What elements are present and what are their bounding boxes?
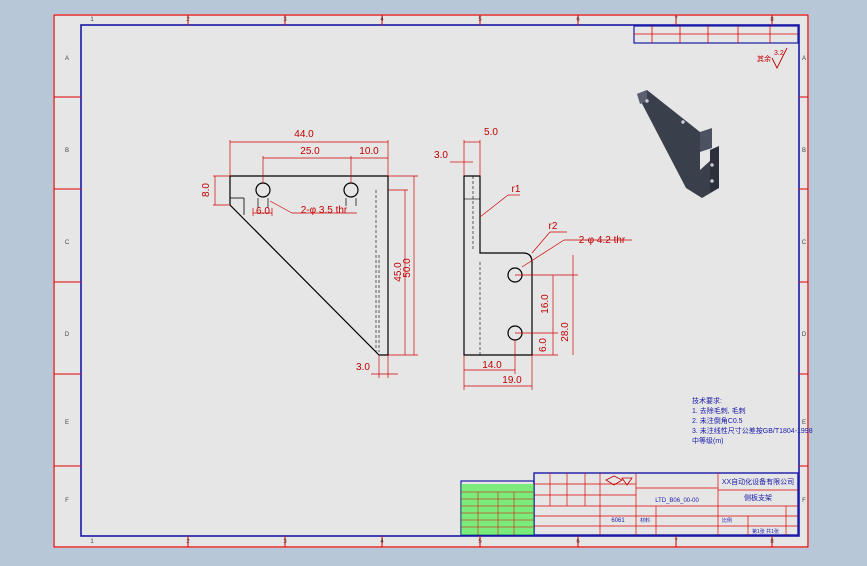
dim-side-hole-spacing: 16.0 [540, 294, 551, 314]
paper [53, 14, 809, 548]
dim-base-width: 14.0 [482, 360, 502, 371]
zone-row-right-b: B [802, 148, 806, 154]
company-name: XX自动化设备有限公司 [722, 477, 794, 486]
dim-hole-offset: 6.0 [256, 206, 270, 217]
dim-hole-to-edge: 10.0 [359, 146, 379, 157]
dim-inner-height: 45.0 [393, 262, 404, 282]
dim-top-width: 5.0 [484, 127, 498, 138]
surface-finish-symbol [771, 47, 788, 70]
dim-overall-width: 44.0 [294, 129, 314, 140]
zone-col-top-1: 1 [90, 17, 94, 23]
zone-row-left-b: B [65, 148, 69, 154]
zone-col-bottom-3: 3 [283, 539, 287, 545]
notes-line-3: 3. 未注线性尺寸公差按GB/T1804-1998 [692, 426, 813, 435]
dim-hole-callout: 2-φ 3.5 thr [301, 205, 348, 216]
front-view-outline [229, 175, 389, 356]
notes-line-1: 1. 去除毛刺, 毛刺 [692, 406, 746, 415]
notes-title: 技术要求: [692, 396, 722, 405]
dim-radius-1: r1 [512, 184, 521, 195]
zone-row-left-e: E [65, 420, 69, 426]
zone-col-bottom-5: 5 [478, 539, 482, 545]
zone-col-top-2: 2 [186, 17, 190, 23]
zone-row-left-a: A [65, 56, 69, 62]
zone-row-right-e: E [802, 420, 806, 426]
zone-col-bottom-1: 1 [90, 539, 94, 545]
zone-col-top-7: 7 [674, 17, 678, 23]
zone-row-left-c: C [65, 240, 70, 246]
scale-label: 比例 [722, 517, 732, 524]
technical-notes: 技术要求: 1. 去除毛刺, 毛刺 2. 未注倒角C0.5 3. 未注线性尺寸公… [692, 396, 813, 445]
dim-hole-spacing: 25.0 [300, 146, 320, 157]
dim-side-hole-bottom: 6.0 [538, 338, 549, 352]
zone-col-top-5: 5 [478, 17, 482, 23]
zone-labels: 1 2 3 4 5 6 7 8 1 2 3 4 5 6 7 8 A B C D … [65, 17, 807, 545]
outer-border [53, 14, 809, 548]
title-block-text: XX自动化设备有限公司 侧板支架 LTD_B06_00-00 材料 6061 比… [611, 477, 794, 535]
dim-side-hole-callout: 2-φ 4.2 thr [579, 235, 626, 246]
zone-ticks [54, 15, 808, 547]
drawing-number: LTD_B06_00-00 [655, 498, 699, 504]
zone-row-left-f: F [65, 498, 69, 504]
zone-col-bottom-8: 8 [770, 539, 774, 545]
surface-finish: 其余 3.2 [757, 47, 788, 70]
zone-col-top-3: 3 [283, 17, 287, 23]
sheet-label: 第1张 共1张 [752, 528, 779, 535]
zone-row-right-d: D [802, 332, 807, 338]
revision-box [633, 25, 799, 44]
dim-flange-height: 8.0 [201, 183, 212, 197]
dim-wall-thickness: 3.0 [434, 150, 448, 161]
dim-thickness: 3.0 [356, 362, 370, 373]
material-label: 材料 [640, 517, 650, 524]
zone-row-left-d: D [65, 332, 70, 338]
isometric-part-view [637, 90, 719, 198]
part-name: 侧板支架 [744, 493, 772, 502]
notes-line-4: 中等级(m) [692, 436, 724, 445]
material-value: 6061 [611, 518, 625, 524]
zone-col-bottom-2: 2 [186, 539, 190, 545]
zone-col-top-8: 8 [770, 17, 774, 23]
front-view-dimensions [213, 140, 418, 378]
side-view-outline [463, 175, 533, 356]
zone-col-bottom-7: 7 [674, 539, 678, 545]
surface-finish-prefix: 其余 [757, 54, 771, 63]
zone-row-right-a: A [802, 56, 806, 62]
notes-line-2: 2. 未注倒角C0.5 [692, 416, 743, 425]
side-view-dimensions [450, 140, 632, 390]
dim-overall-base: 19.0 [502, 375, 522, 386]
zone-row-right-f: F [802, 498, 806, 504]
zone-col-bottom-6: 6 [576, 539, 580, 545]
zone-col-top-6: 6 [576, 17, 580, 23]
zone-col-bottom-4: 4 [380, 539, 384, 545]
company-logo [605, 475, 633, 486]
side-view-dimension-text: 5.0 3.0 r1 r2 2-φ 4.2 thr 16.0 28.0 6.0 … [434, 127, 626, 386]
dim-overall-height: 50.0 [402, 258, 413, 278]
dim-side-hole-height: 28.0 [560, 322, 571, 342]
signature-table [460, 480, 535, 536]
inner-frame [80, 24, 800, 537]
zone-col-top-4: 4 [380, 17, 384, 23]
zone-row-right-c: C [802, 240, 807, 246]
front-view-dimension-text: 44.0 25.0 10.0 8.0 6.0 2-φ 3.5 thr 45.0 … [201, 129, 413, 373]
surface-finish-value: 3.2 [774, 50, 784, 57]
dim-radius-2: r2 [549, 221, 558, 232]
